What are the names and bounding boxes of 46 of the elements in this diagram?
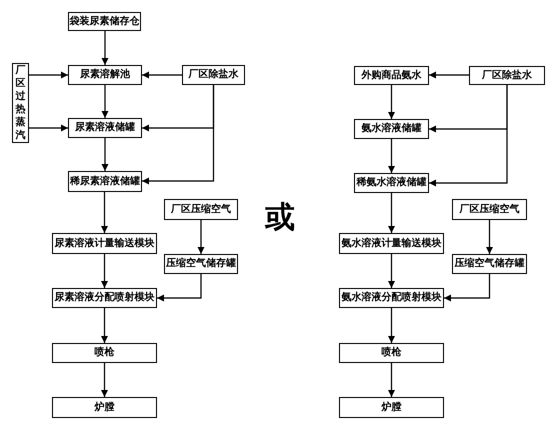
arrow — [102, 31, 108, 65]
process-box: 喷枪 — [52, 343, 157, 363]
process-box: 厂区压缩空气 — [452, 199, 527, 220]
arrow — [388, 363, 395, 397]
arrow — [142, 72, 182, 78]
arrow — [29, 124, 68, 132]
process-box: 尿素溶液计量输送模块 — [52, 233, 157, 254]
arrow — [198, 220, 204, 254]
arrow — [102, 85, 108, 118]
arrow — [429, 72, 469, 78]
process-box: 稀尿素溶液储罐 — [68, 171, 142, 192]
process-box: 尿素溶液分配喷射模块 — [52, 288, 157, 308]
arrow — [101, 254, 108, 288]
source-box: 厂区过热蒸汽 — [12, 63, 29, 143]
process-box: 厂区压缩空气 — [164, 199, 238, 220]
process-box: 氨水溶液分配喷射模块 — [339, 288, 444, 308]
process-box: 氨水溶液计量输送模块 — [339, 233, 444, 254]
alternative-label: 或 — [265, 202, 295, 234]
process-box: 外购商品氨水 — [354, 66, 429, 85]
arrow — [388, 308, 395, 343]
arrow — [444, 274, 490, 302]
arrow — [101, 192, 108, 233]
process-box: 稀氨水溶液储罐 — [354, 173, 429, 193]
process-box: 炉膛 — [339, 397, 444, 418]
arrow — [388, 139, 395, 173]
arrow — [101, 308, 108, 343]
arrow — [486, 220, 493, 254]
process-box: 压缩空气储存罐 — [452, 254, 527, 274]
arrow — [29, 72, 68, 78]
arrow — [388, 85, 395, 119]
arrow — [157, 274, 202, 302]
process-box: 氨水溶液储罐 — [354, 119, 429, 139]
process-box: 厂区除盐水 — [182, 65, 245, 85]
process-box: 炉膛 — [52, 397, 157, 418]
process-box: 喷枪 — [339, 343, 444, 363]
process-box: 厂区除盐水 — [469, 66, 545, 85]
process-box: 压缩空气储存罐 — [164, 254, 238, 274]
process-box: 尿素溶解池 — [68, 65, 142, 85]
arrow — [429, 85, 508, 186]
process-box: 尿素溶液储罐 — [68, 118, 142, 138]
arrow — [388, 193, 395, 233]
arrow — [388, 254, 395, 288]
arrow — [142, 85, 214, 184]
process-box: 袋装尿素储存仓 — [68, 12, 141, 31]
arrow — [102, 138, 108, 171]
arrow — [101, 363, 108, 397]
